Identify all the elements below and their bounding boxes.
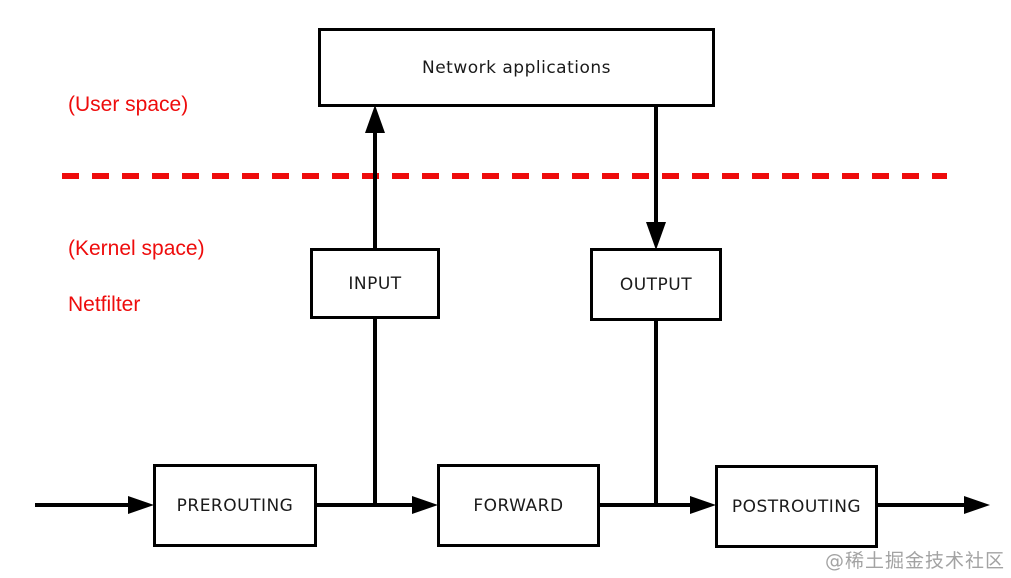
netfilter-label: Netfilter — [68, 293, 141, 316]
arrowhead-up-netapps — [365, 105, 385, 133]
prerouting-chain-label: PREROUTING — [176, 495, 294, 516]
network-applications-label: Network applications — [421, 57, 611, 78]
forward-chain-box: FORWARD — [437, 464, 600, 547]
output-chain-box: OUTPUT — [590, 248, 722, 321]
postrouting-chain-box: POSTROUTING — [715, 465, 878, 548]
input-chain-label: INPUT — [348, 273, 402, 294]
postrouting-chain-label: POSTROUTING — [731, 496, 862, 517]
forward-chain-label: FORWARD — [473, 495, 564, 516]
network-applications-box: Network applications — [318, 28, 715, 107]
arrowhead-forward — [412, 496, 438, 514]
input-chain-box: INPUT — [310, 248, 440, 319]
arrowhead-postrouting — [690, 496, 716, 514]
arrowhead-exit — [964, 496, 990, 514]
watermark-text: @稀土掘金技术社区 — [824, 550, 1005, 572]
arrowhead-prerouting — [128, 496, 154, 514]
user-space-label: (User space) — [68, 93, 189, 116]
prerouting-chain-box: PREROUTING — [153, 464, 317, 547]
output-chain-label: OUTPUT — [619, 274, 693, 295]
kernel-space-label: (Kernel space) — [68, 237, 205, 260]
arrowhead-down-output — [646, 222, 666, 250]
